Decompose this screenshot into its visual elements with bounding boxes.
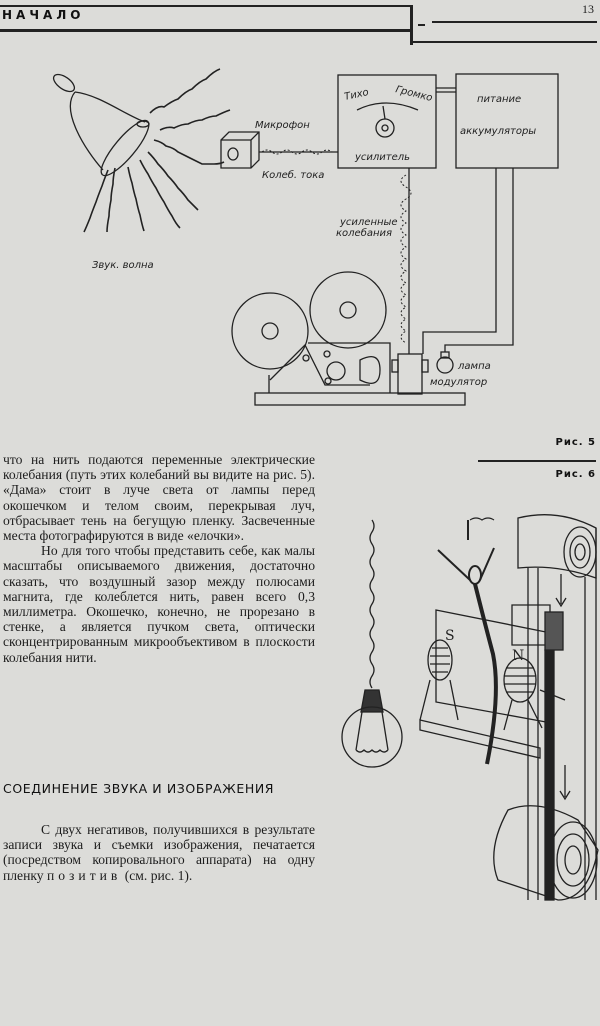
body-text-column-2: С двух негативов, получившихся в результ… — [3, 822, 315, 883]
header-rule-right-bottom — [413, 41, 597, 43]
label-current-oscillation: Колеб. тока — [262, 169, 324, 181]
figure-6-light-valve-illustration: S N — [341, 514, 599, 901]
string-figure — [437, 517, 498, 765]
label-amplified-2: колебания — [336, 227, 392, 239]
page-number: 13 — [582, 2, 594, 16]
light-bulb — [341, 519, 403, 768]
running-header-band — [0, 5, 410, 32]
label-power: питание — [477, 94, 521, 105]
bell-illustration — [52, 73, 150, 177]
film-strip — [527, 528, 597, 901]
volume-scale — [356, 102, 419, 111]
figure-5-caption: Рис. 5 — [555, 437, 596, 448]
amplifier-box — [337, 74, 437, 169]
paragraph-3-start: С двух негативов, получившихся в результ… — [3, 822, 315, 883]
base-board — [419, 719, 541, 759]
header-rule-right-top — [432, 21, 597, 23]
label-pole-s: S — [445, 628, 455, 644]
figure-5-sound-recording-diagram: Звук. волна Микрофон Колеб. тока Тихо Гр… — [52, 68, 559, 406]
film-recording-machine — [231, 271, 466, 406]
paragraph-3: С двух негативов, получившихся в результ… — [3, 822, 315, 883]
emphasized-term: позитив — [46, 867, 122, 883]
paragraph-1: что на нить подаются переменные электрич… — [3, 452, 315, 544]
header-tick — [418, 24, 425, 26]
header-divider — [410, 5, 413, 45]
film-roll-bottom — [493, 805, 599, 901]
label-amplifier: усилитель — [354, 152, 410, 163]
paragraph-2: Но для того чтобы представить себе, как … — [3, 543, 315, 665]
label-modulator: модулятор — [430, 377, 487, 388]
label-batteries: аккумуляторы — [460, 126, 536, 137]
microphone-box — [220, 131, 260, 169]
paragraph-3-end: (см. рис. 1). — [124, 867, 193, 883]
label-pole-n: N — [512, 648, 524, 664]
body-text-column: что на нить подаются переменные электрич… — [3, 452, 315, 665]
battery-box — [455, 73, 559, 169]
light-window — [511, 604, 551, 646]
caption-divider — [478, 460, 596, 462]
film-roll-top — [517, 514, 597, 579]
lamp-icon — [436, 351, 454, 374]
label-lamp: лампа — [457, 361, 491, 372]
label-microphone: Микрофон — [255, 120, 310, 131]
film-direction-arrows — [555, 574, 571, 801]
sound-waves — [83, 68, 231, 233]
label-loud: Громко — [394, 84, 433, 104]
section-running-title: НАЧАЛО — [2, 8, 85, 22]
section-heading: СОЕДИНЕНИЕ ЗВУКА И ИЗОБРАЖЕНИЯ — [3, 781, 275, 796]
valve-plate — [435, 609, 547, 723]
label-quiet: Тихо — [343, 87, 369, 103]
figure-6-caption: Рис. 6 — [555, 469, 596, 480]
label-sound-wave: Звук. волна — [92, 260, 154, 271]
label-amplified-1: усиленные — [339, 217, 398, 228]
magnet-coils — [419, 639, 566, 731]
